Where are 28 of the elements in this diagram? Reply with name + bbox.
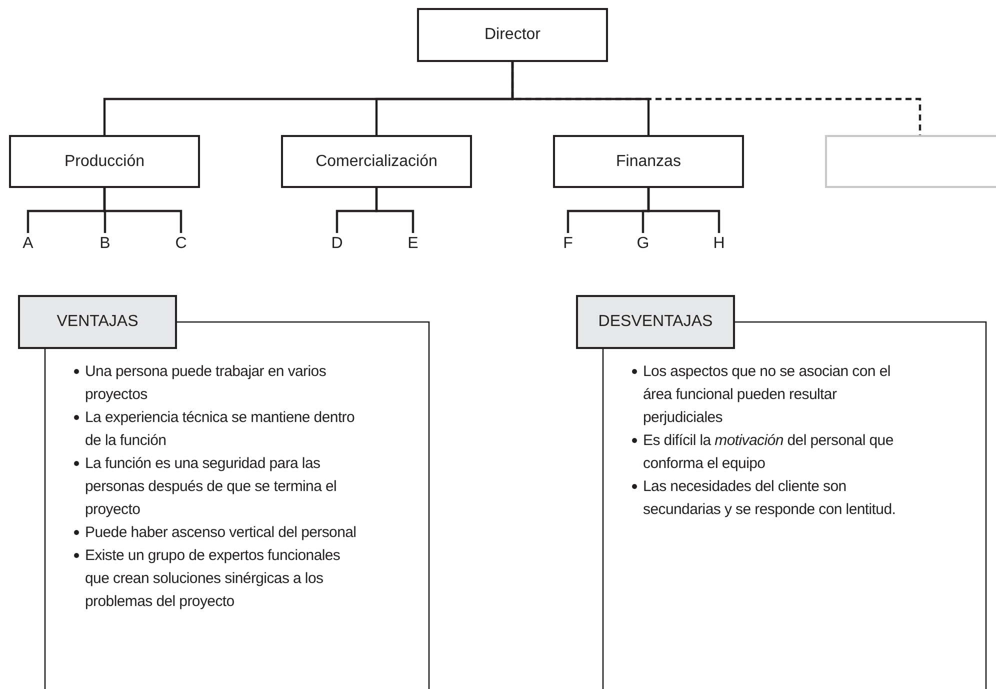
- org-box: Comercialización: [281, 135, 472, 188]
- unit-label: A: [18, 233, 38, 257]
- unit-label: C: [171, 233, 191, 257]
- connector-line: [647, 188, 720, 233]
- org-box: Finanzas: [553, 135, 744, 188]
- unit-label: F: [558, 233, 578, 257]
- bullet-item: Es difícil la motivación del personal que conforma el equipo: [631, 429, 901, 475]
- unit-label: B: [95, 233, 115, 257]
- connector-line: [103, 188, 182, 233]
- info-panel: [18, 295, 430, 689]
- info-panel: [576, 295, 987, 689]
- bullet-item: Las necesidades del cliente son secundarias y se responde con lentitud.: [631, 475, 901, 521]
- empty-org-box: [825, 135, 996, 188]
- bullet-item: La función es una seguridad para las personas después de que se termina el proyecto: [73, 452, 358, 521]
- connector-line: [511, 62, 922, 135]
- panel-heading: DESVENTAJAS: [576, 295, 735, 349]
- bullet-item: Puede haber ascenso vertical del personal: [73, 521, 358, 544]
- unit-label: D: [327, 233, 347, 257]
- unit-label: H: [709, 233, 729, 257]
- panel-heading: VENTAJAS: [18, 295, 177, 349]
- connector-line: [375, 188, 414, 233]
- unit-label: G: [633, 233, 653, 257]
- bullet-item: Una persona puede trabajar en varios proyectos: [73, 360, 358, 406]
- unit-label: E: [403, 233, 423, 257]
- bullet-item: Existe un grupo de expertos funcionales que crean soluciones sinérgicas a los problemas del proyecto: [73, 544, 358, 613]
- org-box: Producción: [9, 135, 200, 188]
- bullet-item: La experiencia técnica se mantiene dentro de la función: [73, 406, 358, 452]
- org-box: Director: [417, 8, 608, 62]
